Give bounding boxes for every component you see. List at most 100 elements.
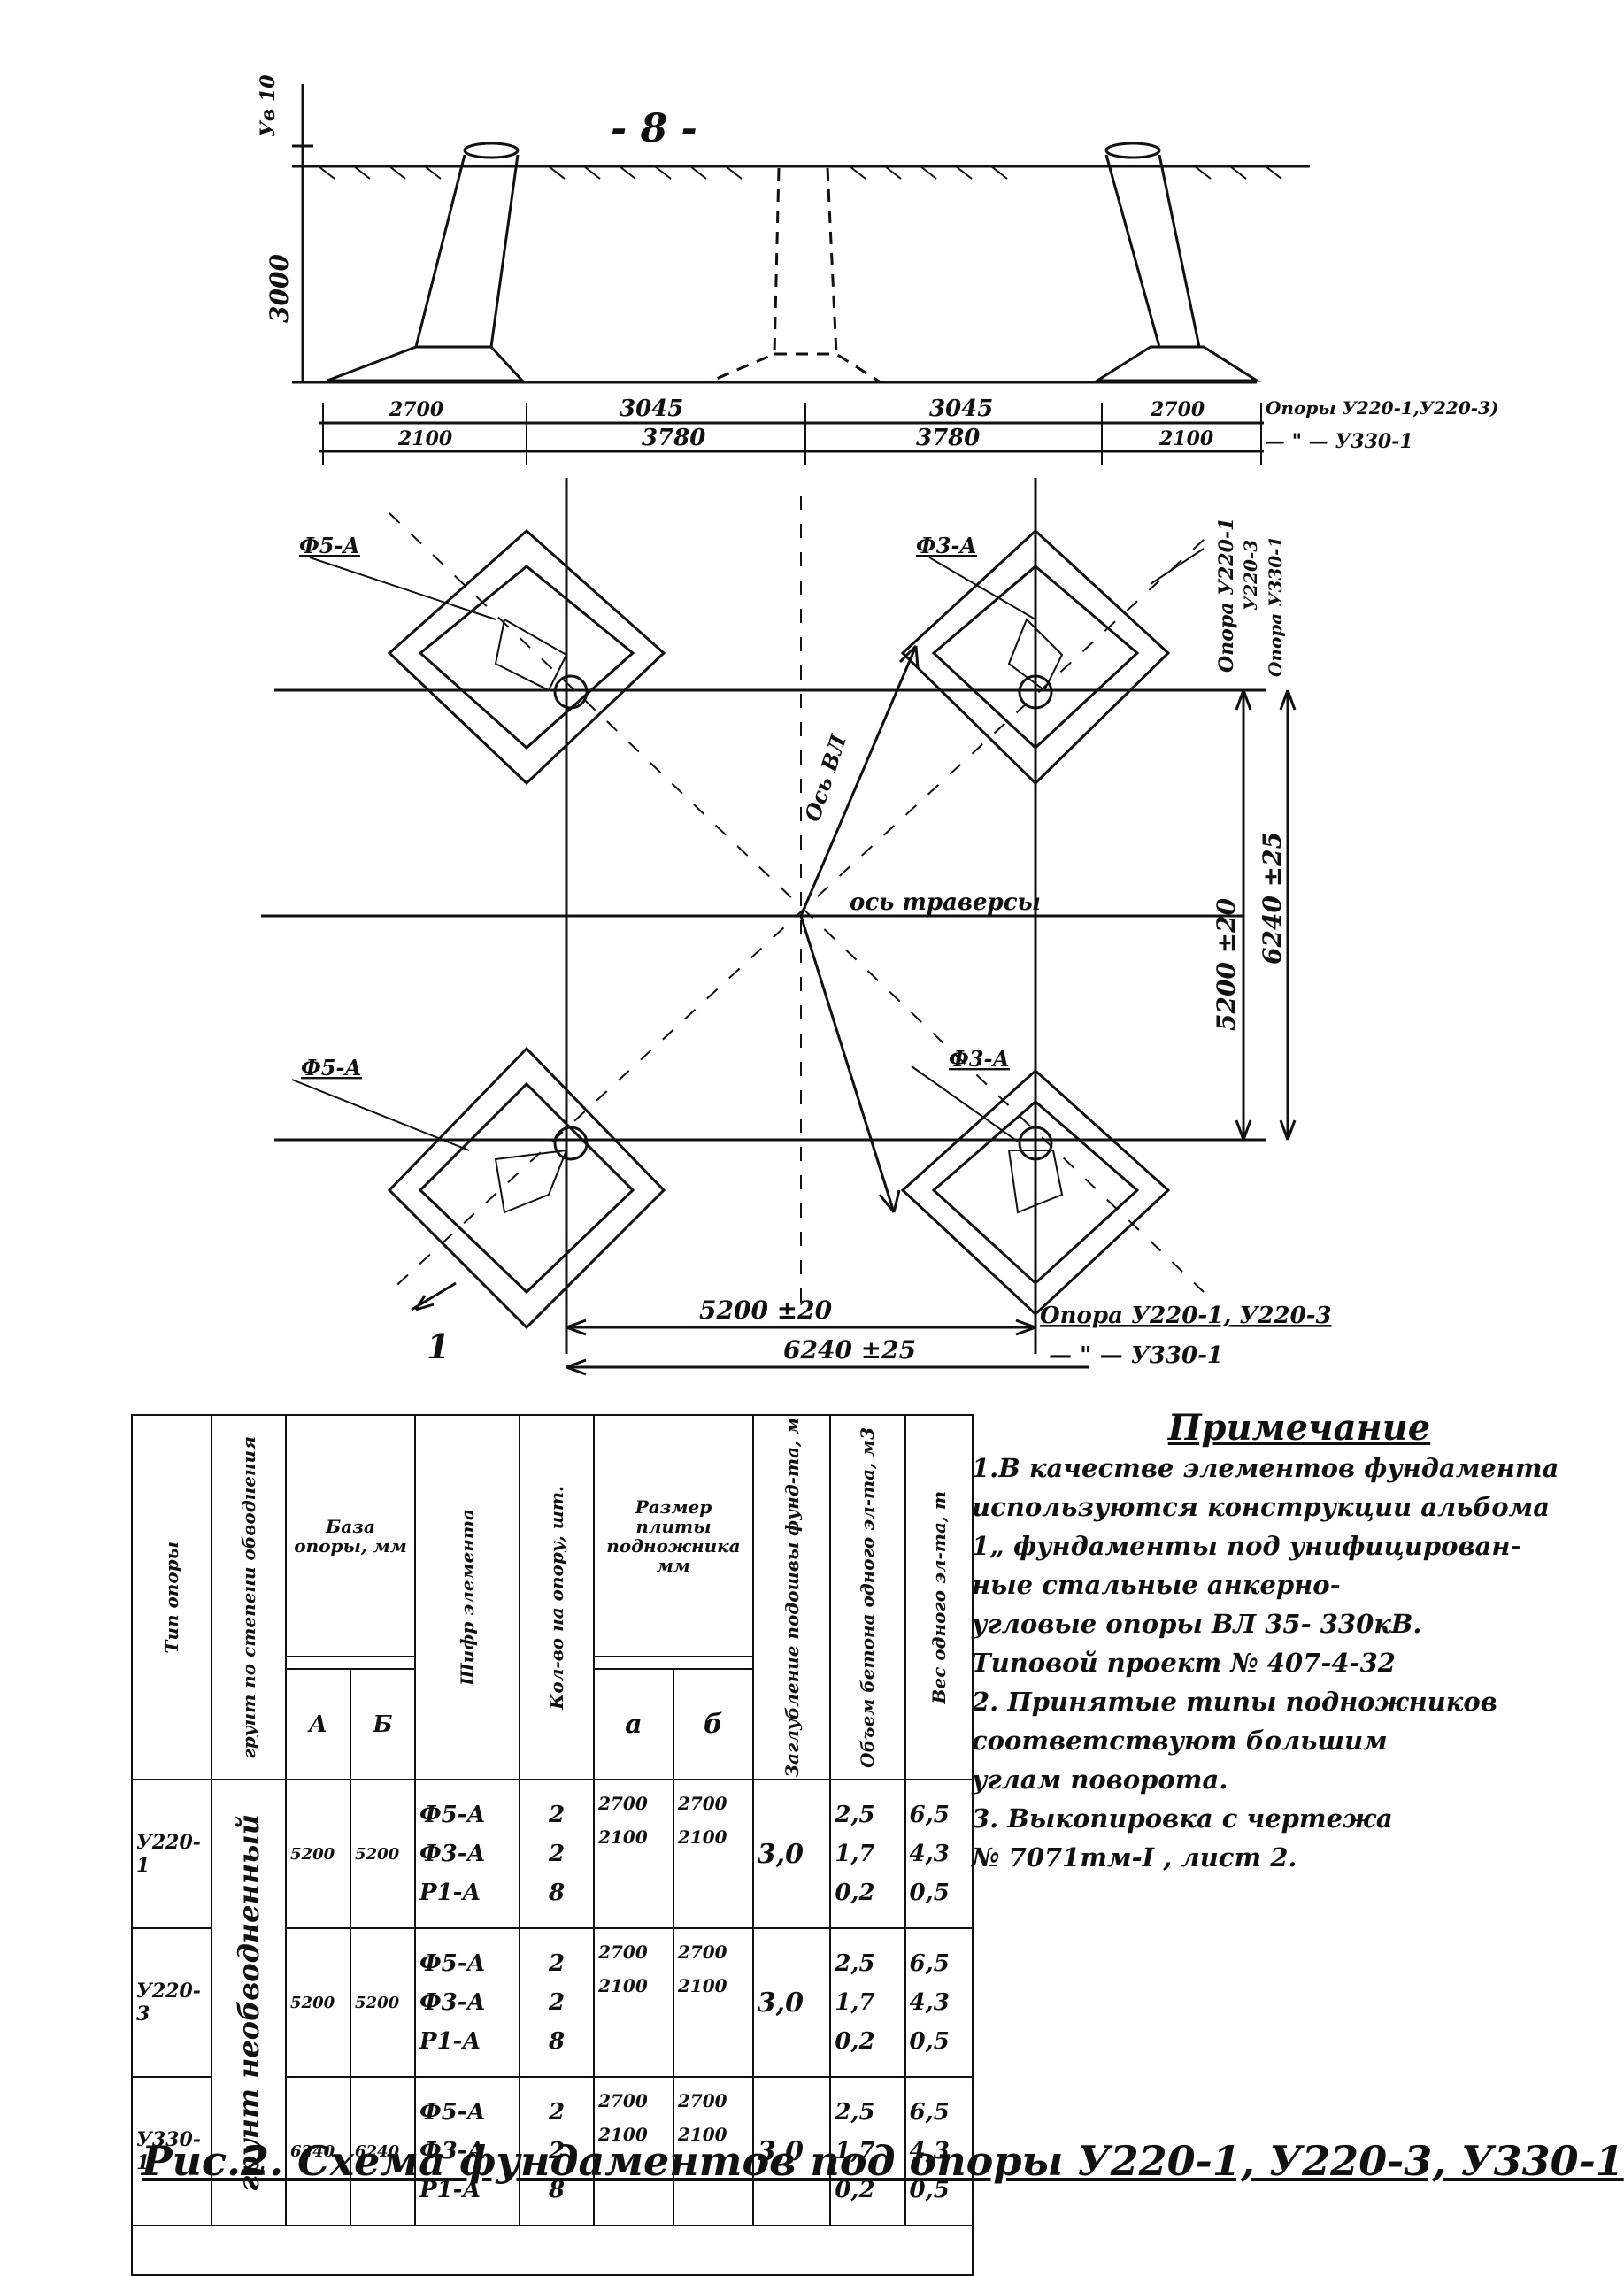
row-base-b: 5200 — [350, 1779, 416, 1930]
row-qty: 8 — [548, 2028, 566, 2056]
table-row: У220-1 грунт необводненный 5200 5200 Ф5-… — [131, 1779, 974, 2227]
row-volume: 0,2 — [835, 2028, 875, 2056]
header-plate: Размер плиты подножника мм — [593, 1413, 754, 1658]
row-weight: 0,5 — [909, 2028, 950, 2056]
row-plate-a: 2100 — [598, 2124, 648, 2146]
figure-caption: Рис.2. Схема фундаментов под опоры У220-… — [142, 2137, 1624, 2185]
row-plate-a: 2700 — [598, 1942, 648, 1964]
bottom-label-1: Опора У220-1, У220-3 — [1040, 1303, 1332, 1329]
height-top-label: Ув 10 — [257, 74, 280, 137]
label-f3a-tr: Ф3-А — [916, 533, 977, 558]
section-marker-label: 1 — [427, 1326, 450, 1366]
soil-cell: грунт необводненный — [210, 1779, 288, 2227]
row-volume: 2,5 — [835, 1950, 875, 1978]
dim-row1-4: 2700 — [1150, 398, 1205, 421]
dim-row2-3: 3780 — [916, 425, 980, 451]
row-type: У220-1 — [131, 1779, 212, 1930]
foundation-right — [1092, 142, 1262, 382]
note-line: 1.В качестве элементов фундамента — [972, 1453, 1559, 1483]
plan-foundation-tr — [900, 528, 1171, 786]
note-line: № 7071тм-I , лист 2. — [972, 1842, 1297, 1872]
ground-hatching — [318, 165, 1282, 180]
note-line: 3. Выкопировка с чертежа — [972, 1803, 1393, 1834]
row-qty: 2 — [548, 2138, 566, 2165]
row-qty: 2 — [548, 1802, 566, 1829]
row-weight: 4,3 — [909, 1841, 950, 1868]
height-main-label: 3000 — [265, 254, 294, 323]
dim-row1-2: 3045 — [620, 396, 683, 422]
dim-6240-vertical-label: 6240 ±25 — [1258, 832, 1287, 965]
dim-ticks — [322, 403, 1262, 465]
row-qty: 2 — [548, 1989, 566, 2017]
row-weight: 0,5 — [909, 2177, 950, 2204]
row-volume: 1,7 — [835, 1989, 875, 2017]
row-depth: 3,0 — [751, 1779, 832, 1930]
row-volume: 1,7 — [835, 1841, 875, 1868]
row-volume: 2,5 — [835, 2099, 875, 2126]
note-line: соответствуют большим — [972, 1726, 1388, 1756]
note-line: используются конструкции альбома — [972, 1492, 1550, 1522]
row-cipher: Р1-А — [419, 2177, 481, 2204]
header-cipher: Шифр элемента — [414, 1413, 520, 1781]
header-weight: Вес одного эл-та, т — [904, 1413, 974, 1781]
row-plate-a: 2700 — [598, 1793, 648, 1815]
header-base: База опоры, мм — [285, 1413, 416, 1658]
header-soil: грунт по степени обводнения — [210, 1413, 288, 1781]
dim-row2-4: 2100 — [1158, 427, 1214, 450]
section-marker — [411, 1281, 457, 1311]
row-qty: 2 — [548, 1841, 566, 1868]
diagonal-tl-br — [389, 512, 1205, 1293]
header-type: Тип опоры — [131, 1413, 212, 1781]
header-volume: Объем бетона одного эл-та, м3 — [829, 1413, 906, 1781]
row-base-a: 6240 — [285, 2076, 352, 2227]
row-base-a: 5200 — [285, 1927, 352, 2079]
row-cipher: Ф3-А — [419, 1841, 486, 1868]
row-base-b: 5200 — [350, 1927, 416, 2079]
row-base-b: 6240 — [350, 2076, 416, 2227]
row-base-a: 5200 — [285, 1779, 352, 1930]
header-plate-a: а — [593, 1667, 674, 1781]
row-plate-b: 2100 — [677, 1975, 727, 1997]
dim-vertical-arrows — [1235, 689, 1297, 1141]
foundation-left — [327, 142, 526, 382]
dim-5200-horizontal-label: 5200 ±20 — [699, 1296, 833, 1325]
row-qty: 2 — [548, 2099, 566, 2126]
plan-foundation-br — [900, 1068, 1171, 1317]
note-line: углам поворота. — [972, 1765, 1228, 1795]
foundation-drawing: - 8 - Ув 10 3000 2700 3045 3045 2700 210… — [257, 74, 1498, 1376]
note-line: Типовой проект № 407-4-32 — [972, 1648, 1396, 1678]
row-weight: 6,5 — [909, 1802, 950, 1829]
row-qty: 8 — [548, 1880, 566, 1907]
header-depth: Заглубление подошвы фунд-та, м — [751, 1413, 832, 1781]
row-depth: 3,0 — [751, 2076, 832, 2227]
notes-title: Примечание — [1167, 1407, 1431, 1449]
row-cipher: Ф5-А — [419, 1950, 486, 1978]
row-plate-b: 2700 — [677, 1942, 727, 1964]
row-type: У220-3 — [131, 1927, 212, 2079]
notes-block: Примечание 1.В качестве элементов фундам… — [972, 1407, 1574, 1877]
dim-row2-2: 3780 — [642, 425, 705, 451]
dim-5200-vertical-label: 5200 ±20 — [1212, 897, 1241, 1031]
side-label-2: У220-3 — [1240, 540, 1261, 611]
side-label-leader — [1150, 548, 1205, 585]
dim-row2-1: 2100 — [397, 427, 453, 450]
row-plate-b: 2700 — [677, 1793, 727, 1815]
header-base-a: А — [285, 1667, 352, 1781]
bottom-label-2: — " — У330-1 — [1049, 1342, 1223, 1369]
dim-row1-label: Опоры У220-1,У220-3) — [1266, 397, 1498, 419]
row-plate-a: 2100 — [598, 1826, 648, 1849]
row-cipher: Ф5-А — [419, 1802, 486, 1829]
row-qty: 8 — [548, 2177, 566, 2204]
header-qty: Кол-во на опору, шт. — [518, 1413, 596, 1781]
row-plate-b: 2700 — [677, 2090, 727, 2112]
row-weight: 0,5 — [909, 1880, 950, 1907]
row-qty: 2 — [548, 1950, 566, 1978]
row-volume: 0,2 — [835, 2177, 875, 2204]
row-volume: 0,2 — [835, 1880, 875, 1907]
row-plate-b: 2100 — [677, 1826, 727, 1849]
plan-foundation-tl — [387, 528, 666, 786]
row-cipher: Р1-А — [419, 2028, 481, 2056]
row-weight: 6,5 — [909, 2099, 950, 2126]
row-cipher: Р1-А — [419, 1880, 481, 1907]
